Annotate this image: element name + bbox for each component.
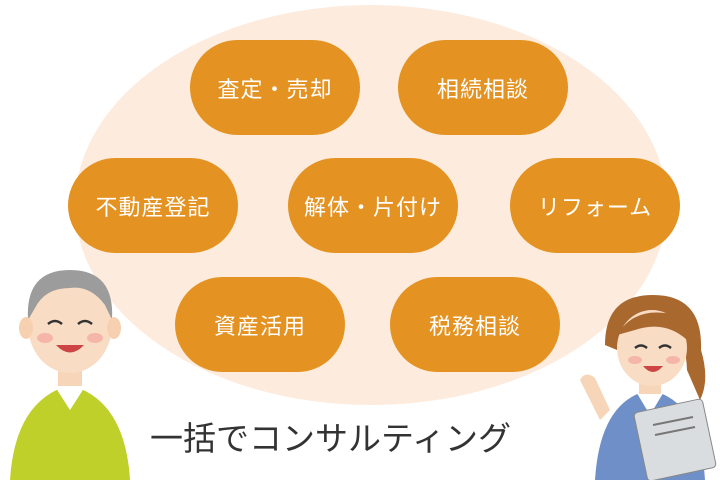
service-pill-tax: 税務相談	[390, 277, 560, 372]
pill-label: 解体・片付け	[303, 195, 442, 221]
elderly-man-illustration	[10, 270, 130, 480]
service-pill-inheritance: 相続相談	[398, 40, 568, 135]
service-pill-appraisal: 査定・売却	[190, 40, 360, 135]
pill-label: リフォーム	[537, 195, 653, 221]
woman-consultant-illustration	[580, 295, 717, 480]
pill-label: 不動産登記	[95, 195, 211, 221]
service-pill-registration: 不動産登記	[68, 158, 238, 253]
pill-label: 相続相談	[436, 77, 529, 103]
service-pill-demolition: 解体・片付け	[288, 158, 458, 253]
service-pill-asset: 資産活用	[175, 277, 345, 372]
pill-label: 税務相談	[428, 314, 521, 340]
caption: 一括でコンサルティング	[150, 419, 512, 458]
pill-label: 資産活用	[213, 314, 306, 340]
service-pill-reform: リフォーム	[510, 158, 680, 253]
pill-label: 査定・売却	[217, 77, 333, 103]
